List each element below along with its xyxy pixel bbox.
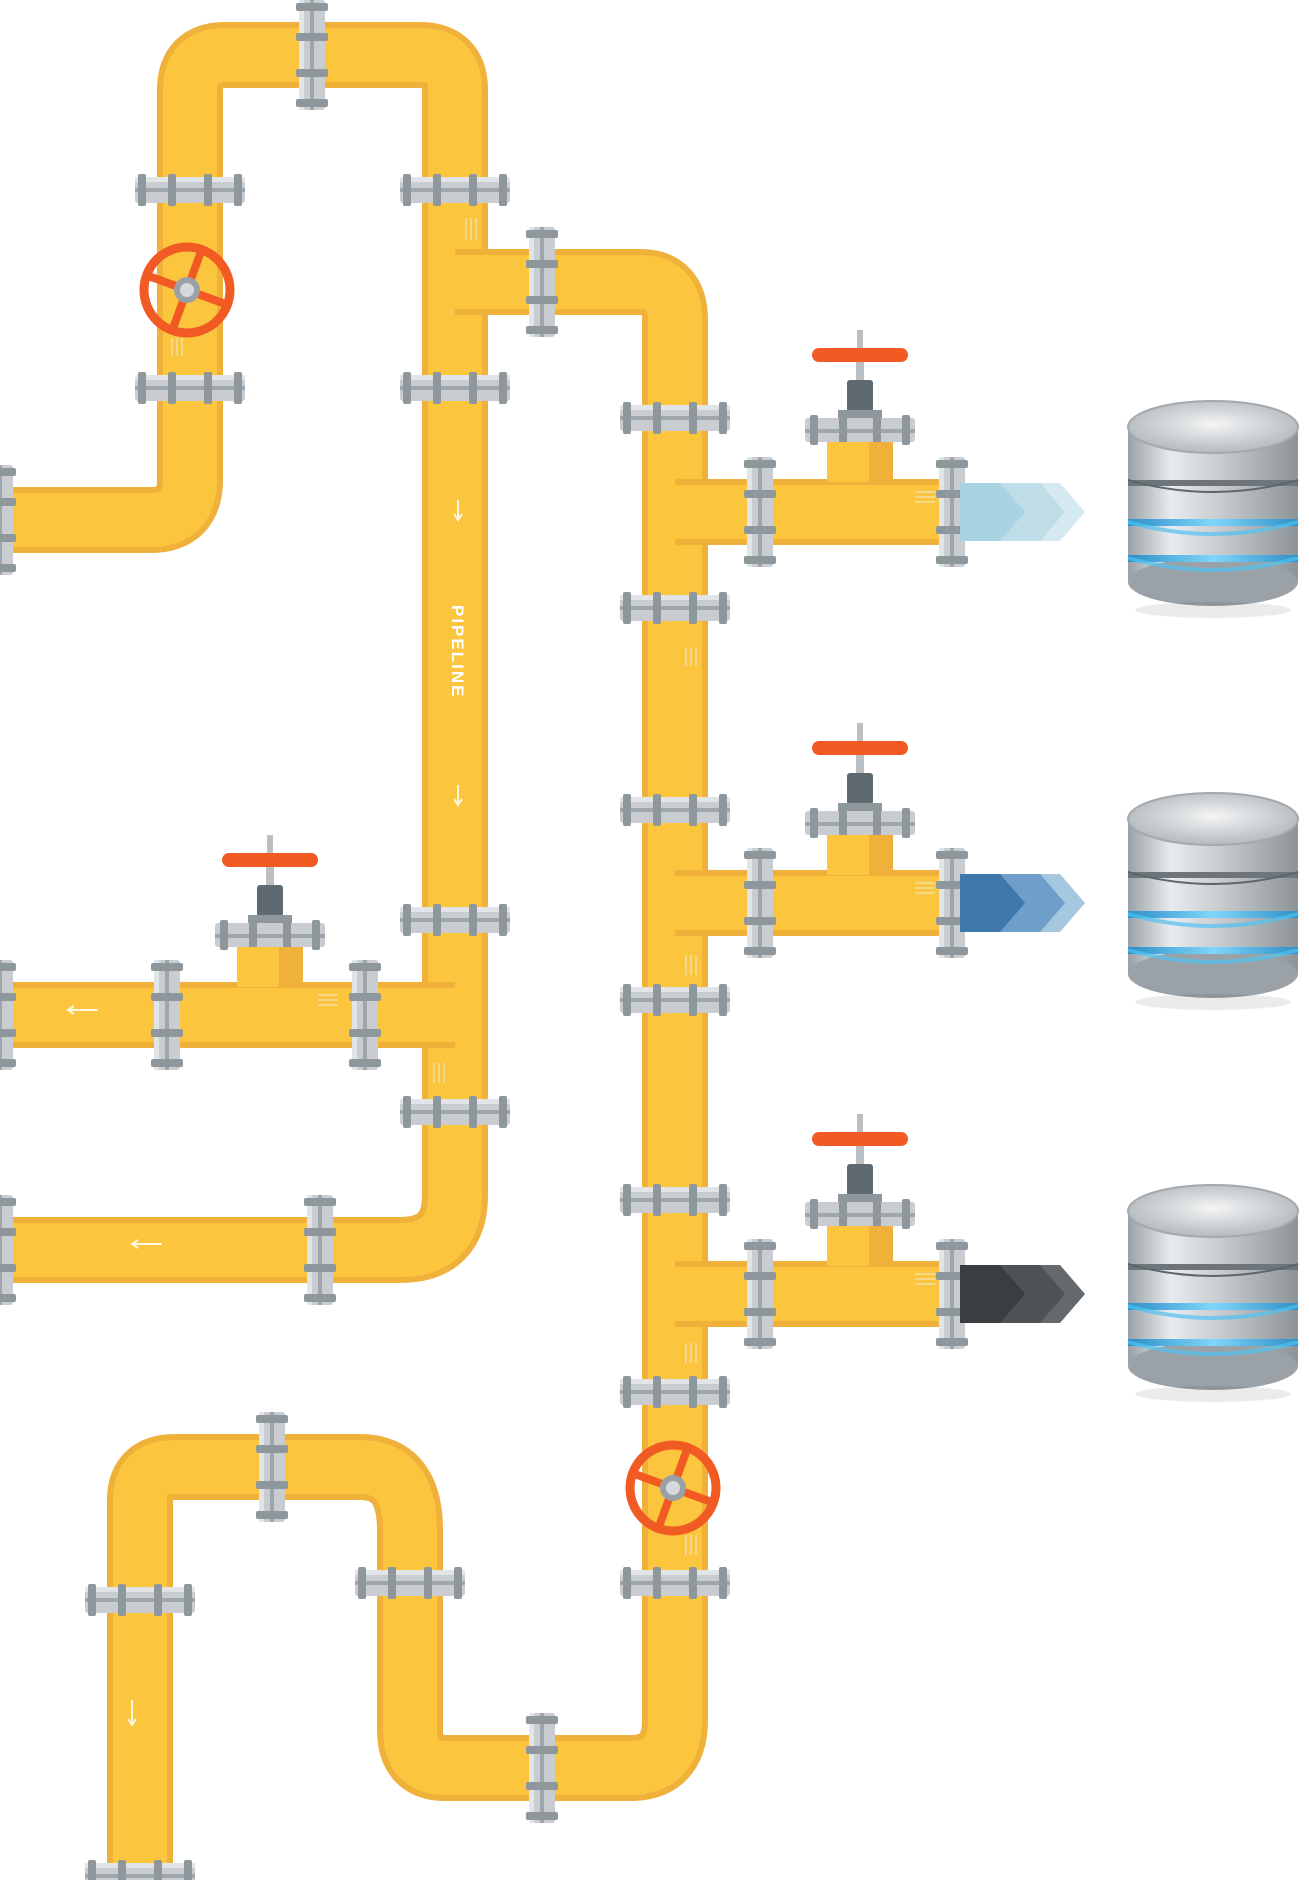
pipe-flange-icon bbox=[400, 904, 510, 936]
flow-arrow-light bbox=[960, 483, 1085, 541]
ridge-marks bbox=[171, 218, 935, 1555]
pipe-flange-icon bbox=[620, 1184, 730, 1216]
pipe-flange-icon bbox=[400, 174, 510, 206]
pipe-flange-icon bbox=[135, 372, 245, 404]
pipe-flange-icon bbox=[744, 848, 776, 958]
gate-valve-icon[interactable] bbox=[805, 330, 915, 482]
database-icon bbox=[1126, 1183, 1300, 1404]
flow-marks bbox=[66, 500, 463, 1727]
database-icon bbox=[1126, 791, 1300, 1012]
pipe-flange-icon bbox=[400, 1096, 510, 1128]
pipe-flange-icon bbox=[620, 1376, 730, 1408]
pipe-flange-icon bbox=[400, 372, 510, 404]
pipe-flange-icon bbox=[620, 1567, 730, 1599]
pipe-flange-icon bbox=[744, 1239, 776, 1349]
pipe-flange-icon bbox=[620, 984, 730, 1016]
pipe-flange-icon bbox=[85, 1860, 195, 1880]
pipe-flange-icon bbox=[620, 794, 730, 826]
pipe-flange-icon bbox=[135, 174, 245, 206]
pipes bbox=[0, 22, 955, 1880]
pipe-flange-icon bbox=[85, 1584, 195, 1616]
pipe-flange-icon bbox=[620, 592, 730, 624]
pipe-flange-icon bbox=[744, 457, 776, 567]
pipe-flange-icon bbox=[620, 402, 730, 434]
gate-valve-icon[interactable] bbox=[215, 835, 325, 987]
pipe-flange-icon bbox=[526, 1713, 558, 1823]
pipeline-label: PIPELINE bbox=[448, 605, 467, 698]
pipe-flange-icon bbox=[355, 1567, 465, 1599]
flow-arrow-dark bbox=[960, 1265, 1085, 1323]
pipe-flange-icon bbox=[526, 227, 558, 337]
pipe-flange-icon bbox=[256, 1412, 288, 1522]
pipe-flange-icon bbox=[296, 0, 328, 110]
pipe-flange-icon bbox=[349, 960, 381, 1070]
gate-valve-icon[interactable] bbox=[805, 723, 915, 875]
database-icon bbox=[1126, 399, 1300, 620]
flow-arrow-blue bbox=[960, 874, 1085, 932]
pipe-flange-icon bbox=[151, 960, 183, 1070]
gate-valve-icon[interactable] bbox=[805, 1114, 915, 1266]
pipe-flange-icon bbox=[304, 1195, 336, 1305]
